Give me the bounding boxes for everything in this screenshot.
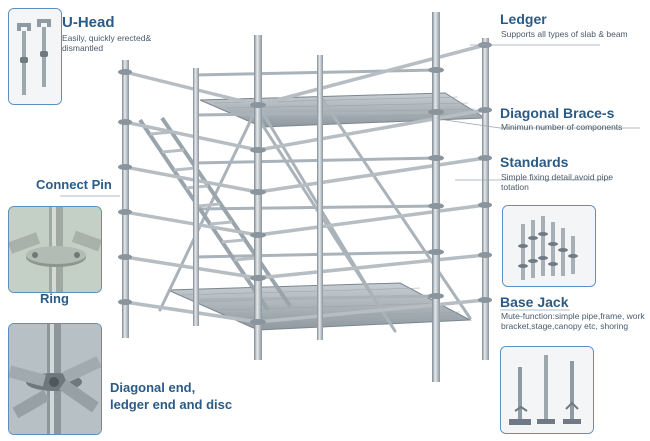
rosette-photo (8, 323, 102, 435)
ring-title: Ring (40, 291, 69, 306)
top-deck (199, 92, 487, 128)
diagonal-end-title: Diagonal end, (110, 380, 196, 395)
connect-pin-photo (8, 206, 102, 293)
back-ledgers (193, 68, 439, 302)
standards-desc: Simple fixing detail,avoid pipe totation (501, 172, 613, 192)
u-head-title: U-Head (62, 14, 115, 31)
ledger-desc: Supports all types of slab & beam (501, 29, 628, 39)
standards-title: Standards (500, 154, 569, 170)
base-jack-photo (500, 346, 594, 434)
diagonal-brace-desc: Minimun number of components (501, 122, 623, 132)
connect-pin-title: Connect Pin (36, 177, 112, 192)
base-jack-desc: Mute-function:simple pipe,frame, work br… (501, 311, 645, 331)
leader-lines (60, 44, 640, 311)
u-head-desc: Easily, quickly erected& dismantled (62, 33, 152, 53)
u-head-photo (8, 8, 62, 105)
front-ledgers (123, 43, 487, 324)
ledger-title: Ledger (500, 11, 547, 27)
base-jack-title: Base Jack (500, 294, 569, 310)
standards-photo (502, 205, 596, 287)
diagonal-brace-title: Diagonal Brace-s (500, 105, 615, 121)
standards-verticals (122, 12, 489, 382)
diagonal-end-title-2: ledger end and disc (110, 397, 233, 412)
rosette-discs (118, 42, 492, 325)
